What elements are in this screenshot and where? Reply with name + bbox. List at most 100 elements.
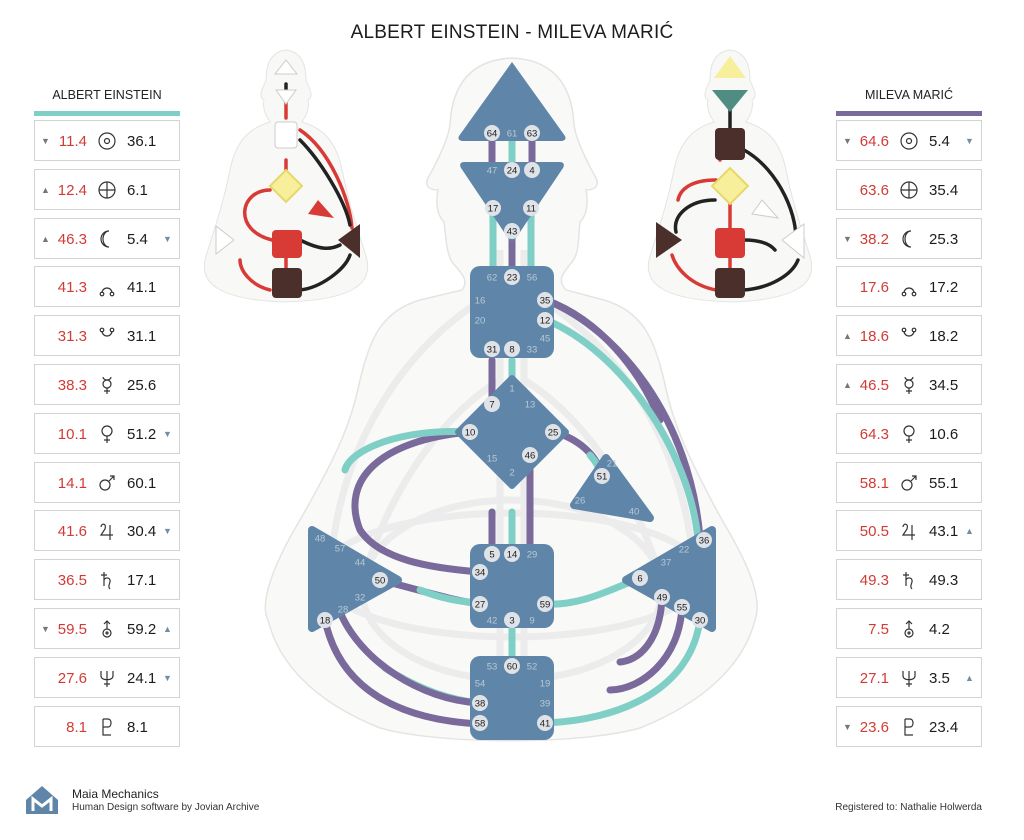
gate-label: 49 [657,593,668,604]
gate-28: 28 [338,605,349,616]
gate-label: 10 [465,428,476,439]
mark-left: ▼ [843,136,852,146]
design-value: 49.3 [859,572,889,590]
venus-icon [96,423,118,445]
gate-12: 12 [537,312,553,328]
gate-label: 26 [575,496,586,507]
mark-right: ▼ [163,233,172,244]
gate-63: 63 [524,125,540,141]
gate-label: 19 [540,679,551,690]
gate-56: 56 [527,273,538,284]
gate-label: 6 [637,574,642,585]
right-panel-name: MILEVA MARIĆ [865,88,953,102]
gate-42: 42 [487,616,498,627]
mark-right: ▲ [965,526,974,537]
mark-left: ▲ [41,233,50,244]
gate-48: 48 [315,534,326,545]
design-value: 18.6 [859,328,889,346]
design-value: 27.1 [859,669,889,687]
gate-label: 43 [507,227,518,238]
gate-label: 55 [677,603,688,614]
design-value: 11.4 [58,133,87,150]
gate-44: 44 [355,558,366,569]
gate-label: 44 [355,558,366,569]
mark-right: ▲ [163,624,172,634]
moon-icon [898,228,920,250]
mark-right: ▼ [163,526,172,537]
mark-right: ▼ [965,136,974,146]
gate-label: 8 [509,345,514,356]
gate-label: 12 [540,316,551,327]
gate-label: 63 [527,129,538,140]
gate-label: 33 [527,345,538,356]
venus-icon [898,423,920,445]
gate-2: 2 [509,468,514,479]
gate-18: 18 [317,612,333,628]
design-value: 27.6 [57,669,87,687]
design-value: 63.6 [859,181,889,199]
jupiter-icon [898,520,920,542]
design-value: 38.3 [57,377,87,394]
personality-value: 59.2 [127,621,157,638]
gate-label: 17 [488,204,499,215]
personality-value: 49.3 [929,572,959,590]
gate-label: 57 [335,544,346,555]
design-value: 10.1 [57,425,87,443]
north-node-icon [96,276,118,298]
footer-tagline: Human Design software by Jovian Archive [72,802,260,813]
design-value: 23.6 [859,718,889,736]
design-value: 46.5 [859,377,889,394]
personality-value: 4.2 [929,621,950,638]
maia-logo-icon [26,786,58,814]
gate-21: 21 [607,459,618,470]
gate-label: 61 [507,129,518,140]
design-value: 38.2 [859,230,889,248]
uranus-icon [898,618,920,640]
gate-label: 47 [487,166,498,177]
gate-51: 51 [594,468,610,484]
gate-label: 21 [607,459,618,470]
gate-3: 3 [504,612,520,628]
personality-value: 30.4 [127,523,157,541]
personality-value: 23.4 [929,718,959,736]
gate-label: 13 [525,400,536,411]
gate-10: 10 [462,424,478,440]
design-value: 36.5 [57,572,87,590]
gate-40: 40 [629,507,640,518]
gate-36: 36 [696,532,712,548]
design-value: 64.6 [859,133,889,150]
sun-icon [898,130,920,152]
gate-label: 34 [475,568,486,579]
design-value: 41.3 [57,279,87,297]
gate-1: 1 [509,384,514,395]
design-value: 17.6 [859,279,889,297]
spleen-center [308,526,402,632]
gate-label: 37 [661,558,672,569]
mark-left: ▼ [41,136,50,146]
design-value: 31.3 [57,328,87,346]
gate-25: 25 [545,424,561,440]
gate-31: 31 [484,341,500,357]
mark-left: ▲ [41,184,50,195]
gate-9: 9 [529,616,534,627]
gate-16: 16 [475,296,486,307]
gate-37: 37 [661,558,672,569]
footer-registration: Registered to: Nathalie Holwerda [835,802,982,813]
gate-label: 38 [475,699,486,710]
gate-label: 14 [507,550,518,561]
gate-label: 46 [525,451,536,462]
gate-label: 28 [338,605,349,616]
personality-value: 51.2 [127,425,157,443]
jupiter-icon [96,520,118,542]
gate-8: 8 [504,341,520,357]
solar-plexus-center [622,526,716,632]
left-panel-name: ALBERT EINSTEIN [52,88,162,102]
root-center [470,656,554,740]
